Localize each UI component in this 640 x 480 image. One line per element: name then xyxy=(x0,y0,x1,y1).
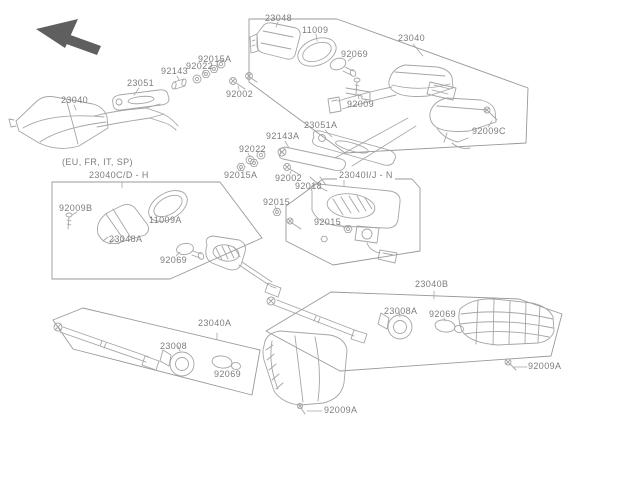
signal-lamp-lower xyxy=(429,97,497,149)
part-label-92015-right: 92015 xyxy=(314,217,342,227)
part-label-92018: 92018 xyxy=(295,181,323,191)
nut-screw-92015-mid xyxy=(272,208,302,230)
bracket-23051a xyxy=(312,130,396,166)
part-label-92009a-bottom: 92009A xyxy=(324,405,358,415)
part-label-92069-a: 92069 xyxy=(214,369,242,379)
part-label-23051a: 23051A xyxy=(304,120,338,130)
gasket-11009a xyxy=(148,190,188,222)
stay-23040a xyxy=(53,322,160,371)
lens-grid-right xyxy=(458,298,555,346)
part-label-92143: 92143 xyxy=(161,66,189,76)
screw-92009b xyxy=(65,212,73,230)
bulb-92069-a xyxy=(211,355,241,370)
part-label-92002-mid: 92002 xyxy=(275,173,303,183)
shell-23048a xyxy=(96,203,150,245)
screw-92009c xyxy=(483,106,498,121)
part-label-23048a: 23048A xyxy=(109,234,143,244)
gasket-11009 xyxy=(297,37,337,67)
nuts-92015a-mid xyxy=(236,159,259,171)
signal-lamp-assembly-ijn xyxy=(309,176,401,264)
screw-92009 xyxy=(345,77,371,101)
nuts-92015a-top xyxy=(201,65,219,78)
box-23040b xyxy=(265,291,563,372)
box-label-23040b: 23040B xyxy=(415,279,449,289)
region-note: (EU, FR, IT, SP) xyxy=(62,157,133,167)
part-label-92069-b: 92069 xyxy=(429,309,457,319)
part-label-92009: 92009 xyxy=(347,99,375,109)
part-label-23008a: 23008A xyxy=(384,306,418,316)
stay-23040b xyxy=(266,296,368,344)
washers-92022-top xyxy=(192,59,226,84)
part-label-92143a: 92143A xyxy=(266,131,300,141)
box-23040a xyxy=(52,307,261,396)
screw-92009a-right xyxy=(504,358,517,371)
part-label-92022-top: 92022 xyxy=(186,61,214,71)
part-label-92069-eu: 92069 xyxy=(160,255,188,265)
part-label-11009a: 11009A xyxy=(149,215,182,225)
box-23040ijn xyxy=(285,178,421,266)
part-label-92009b: 92009B xyxy=(59,203,93,213)
bulb-92069-eu xyxy=(176,242,205,260)
lens-23048 xyxy=(249,22,301,60)
part-label-23008: 23008 xyxy=(160,341,188,351)
part-label-23051: 23051 xyxy=(127,78,155,88)
direction-arrow-icon xyxy=(36,19,101,55)
part-label-92022-mid: 92022 xyxy=(239,144,267,154)
signal-lamp-assembly-eu xyxy=(205,235,282,298)
signal-lamp-23040-left xyxy=(8,96,179,149)
bracket-23051 xyxy=(112,89,170,111)
box-label-23040ijn: 23040I/J - N xyxy=(337,170,395,180)
box-23040 xyxy=(248,18,529,154)
assembly-boxes xyxy=(51,18,563,396)
part-label-92015a-mid: 92015A xyxy=(224,170,258,180)
part-label-92069-top: 92069 xyxy=(341,49,369,59)
box-label-23040a: 23040A xyxy=(198,318,232,328)
screw-92002-mid xyxy=(283,163,301,176)
bracket-bar-92143a xyxy=(277,146,346,172)
socket-23008a xyxy=(377,312,413,340)
part-label-92015-mid: 92015 xyxy=(263,197,291,207)
part-label-11009: 11009 xyxy=(302,25,329,35)
box-label-23040cdh: 23040C/D - H xyxy=(87,170,151,180)
part-label-92009c: 92009C xyxy=(472,126,506,136)
part-label-23040-left: 23040 xyxy=(61,95,89,105)
collar-92143 xyxy=(171,78,187,90)
box-23040cdh xyxy=(51,181,263,280)
part-label-92015a-top: 92015A xyxy=(198,54,232,64)
part-label-92009a-right: 92009A xyxy=(528,361,562,371)
screws-92002-top xyxy=(229,72,258,90)
bulb-92069-b xyxy=(434,319,464,333)
part-label-23048: 23048 xyxy=(265,13,293,23)
signal-lamp-upper xyxy=(327,64,457,114)
socket-23008 xyxy=(159,349,195,377)
part-label-92002-top: 92002 xyxy=(226,89,254,99)
lens-clear-bottom xyxy=(262,330,348,415)
washers-92022-mid xyxy=(245,150,266,165)
bulb-92069-top xyxy=(329,57,357,77)
box-label-23040: 23040 xyxy=(398,33,426,43)
